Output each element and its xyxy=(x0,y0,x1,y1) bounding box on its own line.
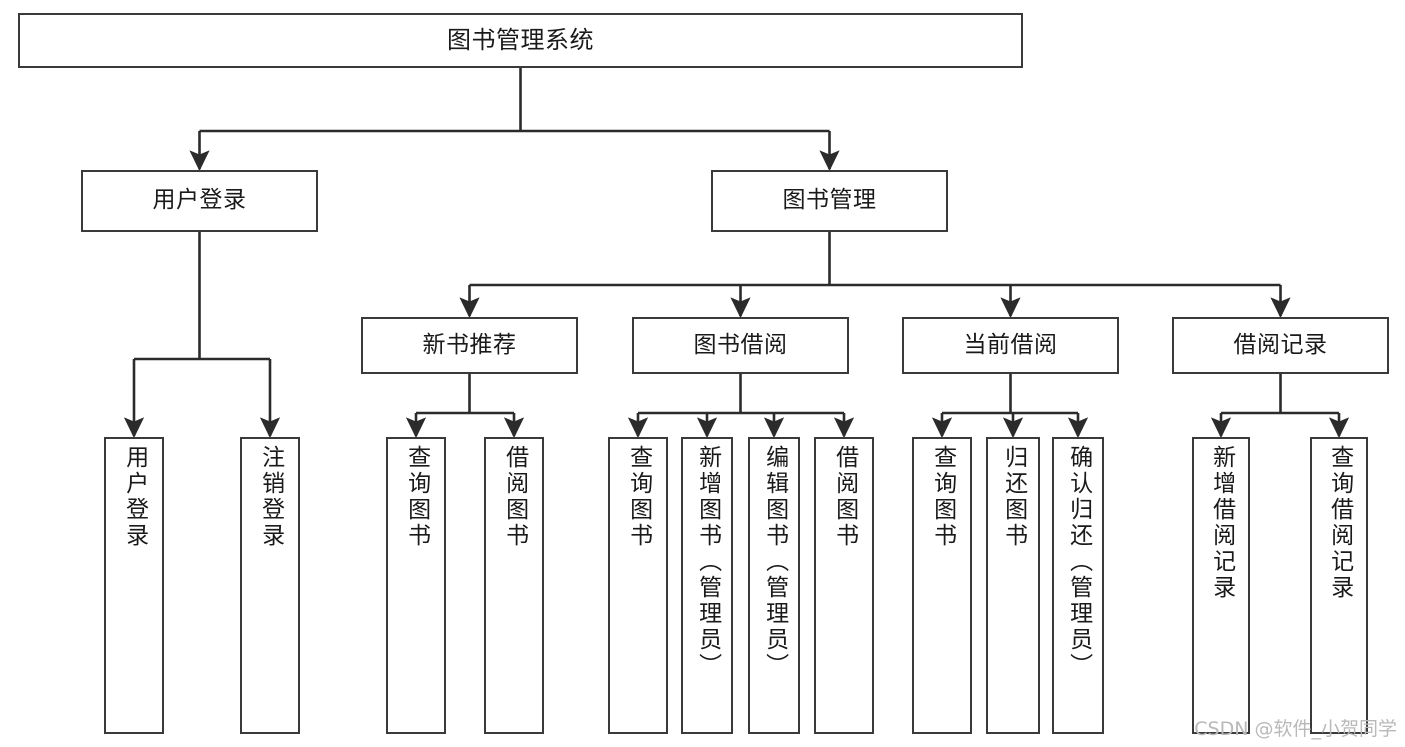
node-label: 当前借阅 xyxy=(963,331,1058,358)
node-label: 查询图书 xyxy=(929,445,956,549)
node-label: 编辑图书（管理员） xyxy=(761,445,788,679)
node-label: 确认归还（管理员） xyxy=(1065,445,1092,679)
node-book-borrow[interactable]: 图书借阅 xyxy=(632,317,849,374)
node-label: 查询图书 xyxy=(625,445,652,549)
node-label: 图书管理 xyxy=(782,187,877,214)
node-label: 查询借阅记录 xyxy=(1326,445,1353,601)
node-leaf-edit-book[interactable]: 编辑图书（管理员） xyxy=(748,437,800,734)
node-label: 借阅记录 xyxy=(1233,331,1328,358)
node-label: 图书借阅 xyxy=(693,331,788,358)
node-leaf-query-1[interactable]: 查询图书 xyxy=(386,437,446,734)
node-leaf-add-book[interactable]: 新增图书（管理员） xyxy=(681,437,733,734)
node-borrow-record[interactable]: 借阅记录 xyxy=(1172,317,1389,374)
node-label: 借阅图书 xyxy=(831,445,858,549)
node-current-borrow[interactable]: 当前借阅 xyxy=(902,317,1119,374)
node-leaf-add-rec[interactable]: 新增借阅记录 xyxy=(1192,437,1250,734)
node-leaf-borrow-1[interactable]: 借阅图书 xyxy=(484,437,544,734)
node-label: 新增借阅记录 xyxy=(1208,445,1235,601)
node-root[interactable]: 图书管理系统 xyxy=(18,13,1023,68)
node-leaf-query-2[interactable]: 查询图书 xyxy=(608,437,668,734)
node-label: 图书管理系统 xyxy=(447,26,594,55)
node-leaf-confirm[interactable]: 确认归还（管理员） xyxy=(1052,437,1104,734)
node-leaf-query-rec[interactable]: 查询借阅记录 xyxy=(1310,437,1368,734)
node-leaf-borrow-2[interactable]: 借阅图书 xyxy=(814,437,874,734)
node-label: 新增图书（管理员） xyxy=(694,445,721,679)
node-new-book-rec[interactable]: 新书推荐 xyxy=(361,317,578,374)
node-user-login[interactable]: 用户登录 xyxy=(81,170,318,232)
node-label: 用户登录 xyxy=(121,445,148,549)
node-label: 新书推荐 xyxy=(422,331,517,358)
node-leaf-logout[interactable]: 注销登录 xyxy=(240,437,300,734)
node-leaf-query-3[interactable]: 查询图书 xyxy=(912,437,972,734)
node-label: 查询图书 xyxy=(403,445,430,549)
node-label: 归还图书 xyxy=(1000,445,1027,549)
node-label: 借阅图书 xyxy=(501,445,528,549)
node-book-manage[interactable]: 图书管理 xyxy=(711,170,948,232)
node-label: 用户登录 xyxy=(152,187,247,214)
node-label: 注销登录 xyxy=(257,445,284,549)
node-leaf-user-login[interactable]: 用户登录 xyxy=(104,437,164,734)
watermark-text: CSDN @软件_小贺同学 xyxy=(1194,718,1397,740)
node-leaf-return[interactable]: 归还图书 xyxy=(986,437,1040,734)
